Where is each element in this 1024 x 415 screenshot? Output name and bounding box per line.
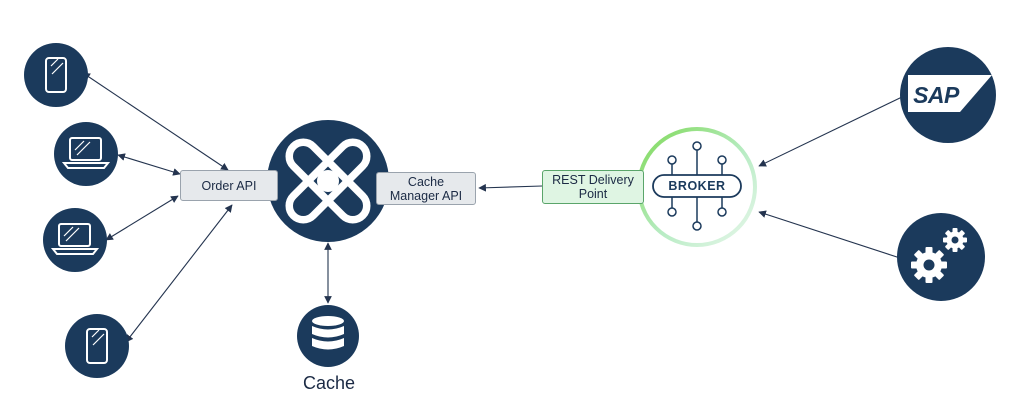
- sap-logo-text: SAP: [911, 80, 961, 110]
- cache-manager-api-label: Cache Manager API: [389, 174, 463, 203]
- arrow-laptop-bottom-order-api: [105, 195, 179, 241]
- arrow-sap-to-broker: [758, 96, 903, 167]
- gears-icon: [897, 213, 985, 301]
- rest-delivery-point-label: REST Delivery Point: [552, 173, 634, 201]
- rest-delivery-point-box: REST Delivery Point: [542, 170, 644, 204]
- cache-label: Cache: [303, 373, 356, 393]
- laptop-icon: [43, 208, 107, 272]
- order-api-box: Order API: [180, 170, 278, 201]
- cache-manager-api-box: Cache Manager API: [376, 172, 476, 205]
- cross-logo-icon: [267, 120, 389, 242]
- broker-label: BROKER: [653, 175, 741, 197]
- order-api-label: Order API: [201, 178, 257, 193]
- arrow-phone-bottom-order-api: [125, 204, 233, 343]
- smartphone-icon: [24, 43, 88, 107]
- arrow-rdp-to-cache-manager: [478, 183, 543, 192]
- arrow-gears-to-broker: [758, 210, 901, 259]
- database-icon: [297, 305, 359, 367]
- sap-logo-label: SAP: [913, 82, 959, 108]
- sap-logo-icon: [900, 47, 996, 143]
- arrow-laptop-top-order-api: [117, 153, 181, 176]
- smartphone-icon: [65, 314, 129, 378]
- broker-label-text: BROKER: [668, 179, 726, 193]
- arrow-phone-top-order-api: [82, 72, 229, 171]
- laptop-icon: [54, 122, 118, 186]
